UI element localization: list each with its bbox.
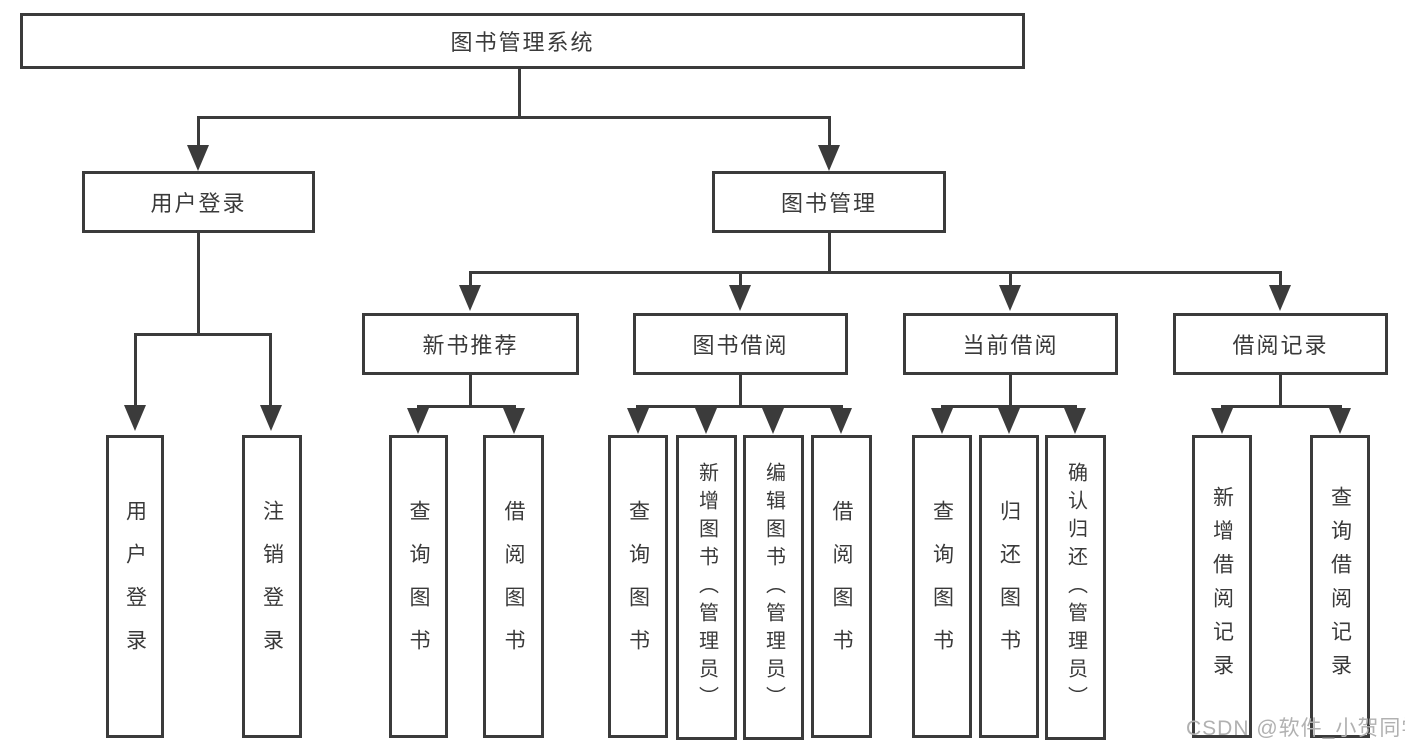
arrow-down-icon [187,145,209,171]
connector-l2-stem [469,271,472,287]
arrow-down-icon [999,285,1021,311]
connector-l2-stem [739,271,742,287]
arrow-down-icon [998,408,1020,434]
connector-leaf-stem [134,333,137,406]
connector-book-mgmt-stem [828,116,831,146]
node-user-login-label: 用户登录 [150,191,247,216]
leaf-borrow-query-label: 查询图书 [626,500,650,673]
leaf-user-login: 用户登录 [106,435,164,738]
arrow-down-icon [830,408,852,434]
arrow-down-icon [931,408,953,434]
arrow-down-icon [695,408,717,434]
connector-l2-stem [1009,271,1012,287]
arrow-down-icon [407,408,429,434]
node-book-borrow-label: 图书借阅 [692,333,789,358]
connector-l3-down [469,375,472,408]
leaf-records-add: 新增借阅记录 [1192,435,1252,738]
connector-l3-hbar [417,405,516,408]
arrow-down-icon [818,145,840,171]
arrow-down-icon [503,408,525,434]
leaf-borrow-query: 查询图书 [608,435,668,738]
leaf-current-query: 查询图书 [912,435,972,738]
leaf-borrow-borrow-book-label: 借阅图书 [830,500,853,673]
leaf-newbook-borrow-label: 借阅图书 [502,500,525,673]
connector-root-hbar [197,116,831,119]
node-new-book-recommend-label: 新书推荐 [422,333,519,358]
leaf-records-query-label: 查询借阅记录 [1328,485,1352,688]
leaf-records-query: 查询借阅记录 [1310,435,1370,738]
connector-l3-hbar [636,405,843,408]
leaf-current-return: 归还图书 [979,435,1039,738]
connector-l3-down [1009,375,1012,408]
leaf-borrow-edit-book: 编辑图书（管理员） [743,435,804,740]
leaf-current-query-label: 查询图书 [930,500,954,673]
arrow-down-icon [459,285,481,311]
node-current-borrow-label: 当前借阅 [962,333,1059,358]
leaf-borrow-borrow-book: 借阅图书 [811,435,872,738]
arrow-down-icon [1269,285,1291,311]
connector-book-mgmt-down [828,233,831,273]
leaf-newbook-query-label: 查询图书 [407,500,430,673]
arrow-down-icon [260,405,282,431]
connector-l3-down [1279,375,1282,408]
leaf-borrow-add-book-label: 新增图书（管理员） [695,461,718,714]
arrow-down-icon [627,408,649,434]
connector-l3-hbar [1221,405,1342,408]
csdn-watermark: CSDN @软件_小贺同学 [1186,717,1405,740]
connector-user-login-down [197,233,200,336]
connector-l2-stem [1279,271,1282,287]
connector-leaf-stem [269,333,272,406]
leaf-logout: 注销登录 [242,435,302,738]
leaf-newbook-query: 查询图书 [389,435,448,738]
node-borrow-records-label: 借阅记录 [1232,333,1329,358]
leaf-newbook-borrow: 借阅图书 [483,435,544,738]
node-root: 图书管理系统 [20,13,1025,69]
arrow-down-icon [124,405,146,431]
arrow-down-icon [1211,408,1233,434]
node-user-login: 用户登录 [82,171,315,233]
connector-book-mgmt-hbar [469,271,1281,274]
connector-root-stem [518,69,521,117]
node-borrow-records: 借阅记录 [1173,313,1388,375]
leaf-current-confirm-return: 确认归还（管理员） [1045,435,1106,740]
leaf-current-return-label: 归还图书 [997,500,1021,673]
leaf-current-confirm-return-label: 确认归还（管理员） [1064,461,1087,714]
connector-l3-hbar [941,405,1077,408]
node-book-management-label: 图书管理 [780,191,877,216]
connector-l3-down [739,375,742,408]
arrow-down-icon [729,285,751,311]
node-current-borrow: 当前借阅 [903,313,1118,375]
leaf-borrow-edit-book-label: 编辑图书（管理员） [762,461,785,714]
arrow-down-icon [1329,408,1351,434]
connector-user-login-hbar [134,333,272,336]
leaf-logout-label: 注销登录 [260,500,284,673]
node-book-management: 图书管理 [712,171,946,233]
node-root-label: 图书管理系统 [450,30,595,55]
node-new-book-recommend: 新书推荐 [362,313,579,375]
arrow-down-icon [762,408,784,434]
leaf-records-add-label: 新增借阅记录 [1210,485,1234,688]
arrow-down-icon [1064,408,1086,434]
leaf-user-login-label: 用户登录 [123,500,147,673]
connector-user-login-stem [197,116,200,146]
leaf-borrow-add-book: 新增图书（管理员） [676,435,737,740]
node-book-borrow: 图书借阅 [633,313,848,375]
